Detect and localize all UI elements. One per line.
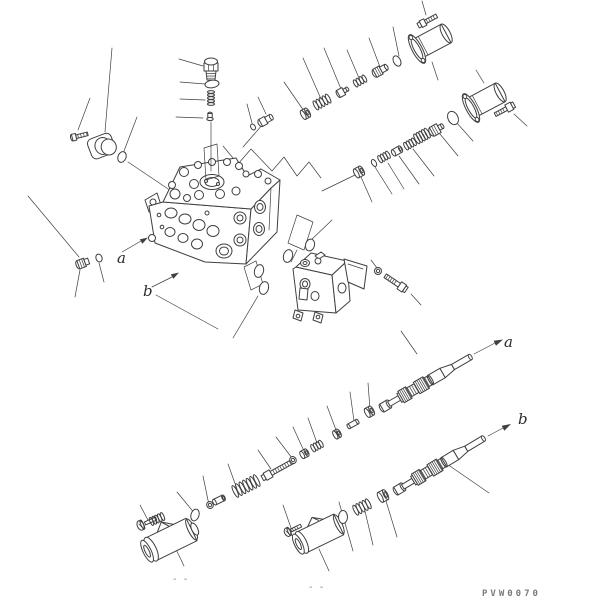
o-ring-small-2 [370, 159, 378, 167]
pin-mid [346, 418, 360, 430]
cap-bolt-upper [416, 13, 439, 29]
label-a-lower-arrow [493, 339, 503, 346]
spool-a [378, 353, 473, 413]
o-ring-large-2 [447, 110, 459, 126]
label-a-lower-line [473, 342, 496, 355]
arrow-b-head [170, 272, 179, 279]
cover-bolt [69, 131, 89, 142]
pilot-washer [374, 267, 382, 275]
valve-seat-2 [352, 165, 366, 179]
spool-b [392, 435, 486, 496]
pilot-bolt [383, 273, 409, 294]
adjust-screw-a [136, 516, 158, 531]
arrow-b-line [151, 276, 173, 288]
arrow-a-head [139, 237, 148, 244]
seat-mid-2 [332, 428, 342, 440]
check-poppet [335, 86, 350, 99]
flanged-cap-right [461, 82, 507, 123]
plug-o-ring [204, 79, 220, 89]
pilot-o-ring-3 [282, 249, 294, 263]
relief-o-ring [392, 55, 402, 67]
return-spring-b [352, 498, 372, 516]
plug-poppet [206, 111, 214, 122]
label-b-lower-arrow [501, 424, 511, 431]
side-cover [86, 132, 117, 160]
arrow-a-line [121, 240, 142, 253]
pilot-o-ring-4 [304, 238, 316, 252]
retainer-ring [363, 405, 376, 418]
o-ring-left [95, 253, 103, 263]
label-b-lower-line [487, 427, 504, 437]
o-ring-cap-b [338, 510, 348, 524]
top-plug [203, 57, 219, 81]
end-cap-cylinder-a [140, 517, 200, 563]
return-spring-a [231, 474, 261, 498]
valve-seat [299, 107, 312, 120]
flanged-cap-upper [407, 23, 453, 64]
obscured-callout-left: - - [173, 574, 189, 585]
washer-mid [289, 455, 297, 465]
check-poppet-2 [428, 123, 445, 137]
o-ring-small [250, 123, 256, 131]
obscured-callout-center: - - [309, 582, 325, 593]
check-spring [312, 93, 332, 111]
label-b-lower: b [518, 410, 528, 428]
spring-seat-b [376, 489, 390, 503]
check-valve-fitting [257, 113, 274, 128]
label-b-upper: b [143, 282, 153, 300]
seat-mid-1 [299, 448, 310, 460]
end-cap-cylinder-b [291, 513, 345, 555]
spring-small-2 [377, 150, 391, 164]
washer-cap-a [206, 500, 214, 510]
main-valve-body [144, 157, 281, 265]
relief-plug [371, 63, 389, 78]
hex-plug-left [75, 257, 91, 270]
pilot-o-ring-2 [258, 281, 270, 295]
pilot-o-ring-1 [253, 264, 265, 278]
label-a-upper: a [117, 249, 126, 267]
cap-bolt-right [493, 101, 517, 117]
adjust-screw-b [283, 523, 303, 537]
position-zigzag-lines [222, 145, 322, 179]
o-ring-cap-a [190, 508, 200, 522]
pin-cap-a [212, 494, 226, 506]
leader-lines [27, 0, 528, 572]
plug-spring [207, 90, 215, 106]
spring-mid [310, 439, 324, 453]
check-valve-2 [390, 145, 404, 157]
pilot-valve-body [292, 251, 368, 324]
figure-code: PVW0070 [482, 589, 541, 599]
label-a-lower: a [504, 333, 513, 351]
cover-o-ring [117, 151, 127, 163]
check-spring-2 [352, 74, 368, 88]
